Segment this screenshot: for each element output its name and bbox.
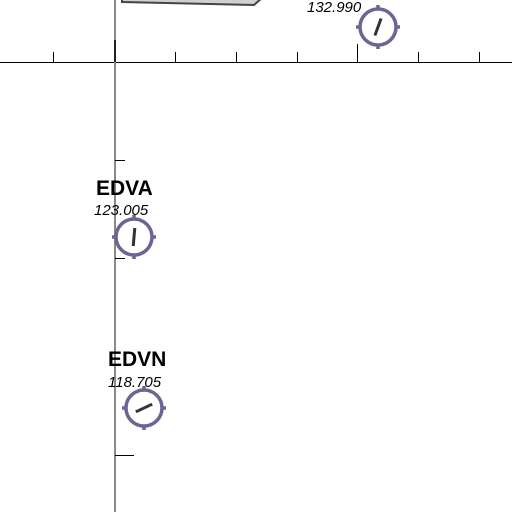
airfield-ident: EDVA <box>96 177 153 200</box>
airfield-frequency: 118.705 <box>108 374 162 391</box>
airfield-frequency: 132.990 <box>307 0 362 16</box>
airfield-icon[interactable] <box>112 215 156 259</box>
horizontal-grid-line <box>0 44 512 63</box>
airfield-ident: EDVN <box>108 348 167 371</box>
airfield-icon[interactable] <box>356 5 400 49</box>
vertical-grid-line <box>114 0 134 512</box>
area-boundary <box>121 0 262 7</box>
airfield-frequency: 123.005 <box>94 202 149 219</box>
airfield-icon[interactable] <box>122 386 166 430</box>
